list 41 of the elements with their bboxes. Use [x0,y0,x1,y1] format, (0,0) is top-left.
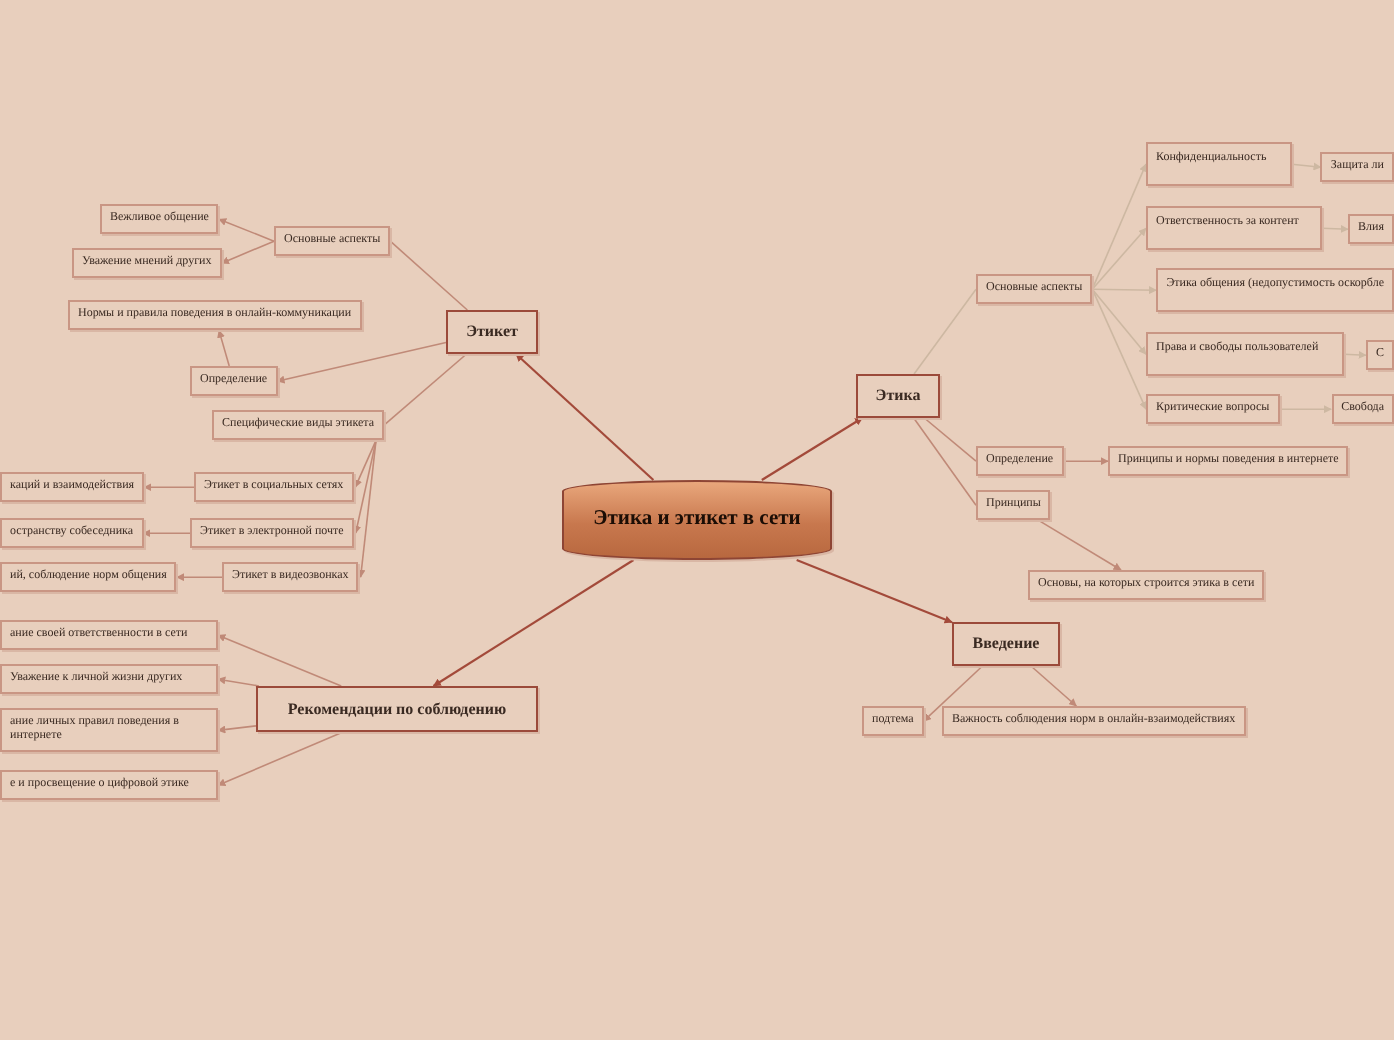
connector-line [389,240,469,311]
arrow [1062,457,1109,466]
arrow [176,573,223,582]
topic-box: Этикет [446,310,538,354]
arrow [143,483,195,492]
arrow [353,439,377,534]
arrow [761,417,863,481]
arrow [1091,286,1158,295]
arrow [515,353,655,481]
topic-box: Этика [856,374,940,418]
arrow [922,665,984,722]
arrow [796,558,953,624]
arrow [276,341,447,384]
arrow [357,439,377,578]
arrow [217,676,260,687]
arrow [1091,288,1147,355]
arrow [354,439,377,488]
arrow [1091,227,1147,290]
arrow [218,218,275,242]
arrow [142,529,191,538]
arrow [1291,162,1322,171]
arrow [1037,519,1122,571]
topic-box: Введение [952,622,1060,666]
arrow [1091,288,1147,410]
arrow [217,329,231,367]
connector-line [912,417,977,506]
connector-line [913,288,977,375]
connector-line [383,353,468,426]
arrow [1321,224,1349,233]
central-topic-box: Этика и этикет в сети [562,480,832,560]
arrow [217,731,344,786]
arrow [1091,163,1147,290]
arrow [1343,350,1367,359]
topic-box: Рекомендации по соблюдению [256,686,538,732]
arrow [1278,405,1332,414]
connector-line [923,417,977,462]
arrow [220,240,275,265]
arrow [217,634,343,687]
arrow [432,559,635,687]
arrow [217,725,257,734]
arrow [1030,665,1078,707]
